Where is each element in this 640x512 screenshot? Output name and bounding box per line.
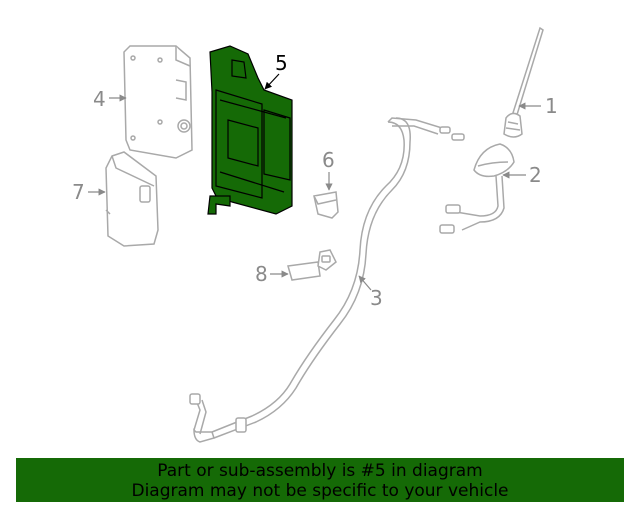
parts-diagram [88, 26, 544, 443]
part-4-control-module[interactable] [123, 45, 193, 159]
part-5-bracket-highlighted[interactable] [207, 45, 293, 215]
callout-1[interactable]: 1 [545, 94, 558, 118]
callout-7[interactable]: 7 [72, 180, 85, 204]
part-6-clip[interactable] [313, 191, 339, 219]
part-7-module[interactable] [105, 151, 159, 247]
part-3-antenna-cable[interactable] [189, 117, 465, 443]
callout-6[interactable]: 6 [322, 148, 335, 172]
callout-2[interactable]: 2 [529, 163, 542, 187]
callout-8[interactable]: 8 [255, 262, 268, 286]
banner-line-part-number: Part or sub-assembly is #5 in diagram [157, 461, 483, 481]
banner-line-disclaimer: Diagram may not be specific to your vehi… [131, 481, 509, 501]
info-banner: Part or sub-assembly is #5 in diagram Di… [16, 458, 624, 502]
callout-3[interactable]: 3 [370, 286, 383, 310]
leader-line-5 [264, 73, 280, 90]
part-1-antenna-mast[interactable] [503, 26, 544, 138]
leader-lines [88, 94, 541, 291]
part-8-connector[interactable] [287, 249, 337, 281]
callout-4[interactable]: 4 [93, 87, 106, 111]
part-2-antenna-base[interactable] [439, 143, 515, 234]
callout-5[interactable]: 5 [275, 51, 288, 75]
